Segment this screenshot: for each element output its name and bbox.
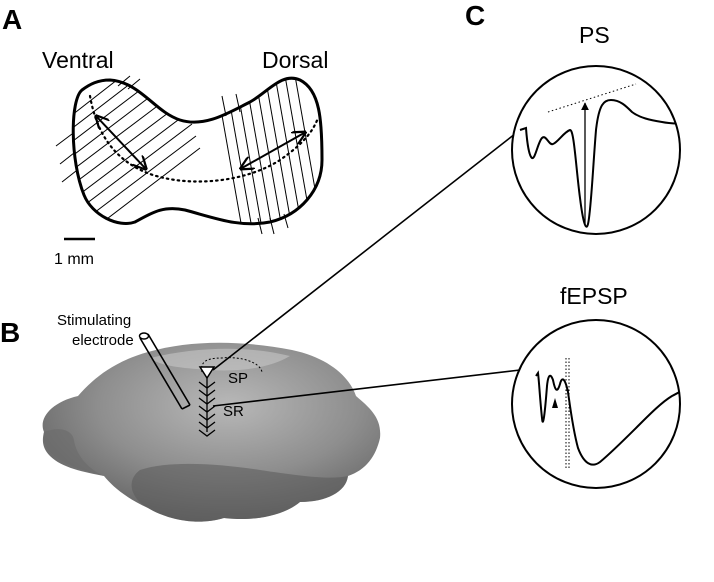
longitudinal-axis-dotted	[88, 94, 320, 183]
slice-highlight-top	[150, 348, 290, 371]
slice-shadow-left	[43, 429, 104, 476]
fepsp-trace-group	[535, 358, 680, 470]
sp-label: SP	[228, 370, 248, 387]
electrode-label-line2: electrode	[72, 332, 134, 349]
slice-dark-lower	[131, 463, 348, 522]
electrode-tip	[138, 332, 150, 340]
fepsp-trace	[535, 370, 680, 466]
stimulating-electrode	[138, 332, 191, 410]
fepsp-circle	[511, 319, 681, 489]
ps-tangent-dotted	[547, 83, 637, 113]
panel-c-letter: C	[465, 0, 485, 31]
pyramidal-neuron	[198, 366, 216, 437]
scale-bar-label: 1 mm	[54, 251, 94, 268]
ps-trace-group	[519, 83, 680, 228]
dorsal-width-arrow	[242, 133, 304, 168]
neuron-soma	[198, 366, 216, 380]
sp-dotted-outline	[201, 357, 263, 373]
panel-b: B Stimulating electrode	[0, 312, 381, 522]
ps-title: PS	[579, 22, 610, 48]
electrode-label-line1: Stimulating	[57, 312, 131, 329]
ventral-label: Ventral	[42, 47, 114, 73]
ps-trace	[519, 98, 680, 228]
dorsal-section-lines	[213, 78, 322, 224]
sr-label: SR	[223, 403, 244, 420]
panel-a: A Ventral Dorsal	[2, 4, 328, 268]
dorsal-label: Dorsal	[262, 47, 328, 73]
fepsp-onset-marker	[552, 398, 558, 408]
ventral-section-lines	[73, 78, 201, 224]
connector-ps	[212, 129, 521, 371]
ps-circle	[511, 65, 681, 235]
connector-fepsp	[212, 369, 521, 407]
panel-b-letter: B	[0, 317, 20, 348]
fepsp-title: fEPSP	[560, 283, 628, 309]
panel-c: C PS fEPSP	[465, 0, 681, 489]
ventral-width-arrow	[97, 117, 145, 168]
hippocampus-outline	[71, 76, 324, 226]
panel-a-letter: A	[2, 4, 22, 35]
